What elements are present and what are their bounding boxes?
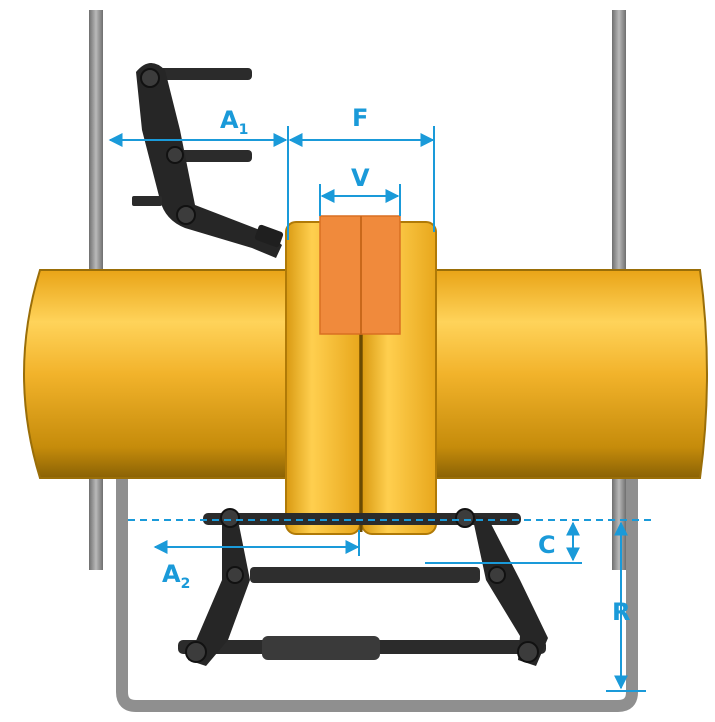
trench-bottom (116, 470, 638, 712)
label-a2: A2 (162, 560, 190, 592)
clamp-jaw (254, 224, 284, 248)
dimension-labels: A1 F V A2 C R (162, 104, 630, 626)
external-pipe-clamp-icon (132, 62, 284, 258)
label-c: C (538, 531, 556, 559)
pipe (23, 215, 708, 535)
label-f: F (352, 104, 368, 132)
clamp-screw-housing (262, 636, 380, 660)
clamp-pivot (176, 205, 196, 225)
clamp-pivot (226, 566, 244, 584)
clamp-bar (152, 68, 252, 80)
pipe-left-section (23, 269, 301, 479)
clamp-pivot (185, 641, 207, 663)
clamp-pivot (140, 68, 160, 88)
label-a1: A1 (220, 106, 248, 138)
clamp-screw (132, 196, 162, 206)
clamp-pivot (220, 508, 240, 528)
dimensions (108, 126, 655, 692)
clamp-pivot (166, 146, 184, 164)
clamp-right-arm (472, 515, 548, 666)
clamp-bar (180, 150, 252, 162)
clamp-pivot (517, 641, 539, 663)
label-v: V (351, 164, 370, 192)
clamp-mid-bar (250, 567, 480, 583)
clamp-pivot (488, 566, 506, 584)
external-pipe-clamp-icon (178, 508, 548, 666)
clamp-arm (136, 62, 282, 258)
clamp-pivot (455, 508, 475, 528)
pipe-right-section (424, 269, 708, 479)
label-r: R (612, 598, 630, 626)
